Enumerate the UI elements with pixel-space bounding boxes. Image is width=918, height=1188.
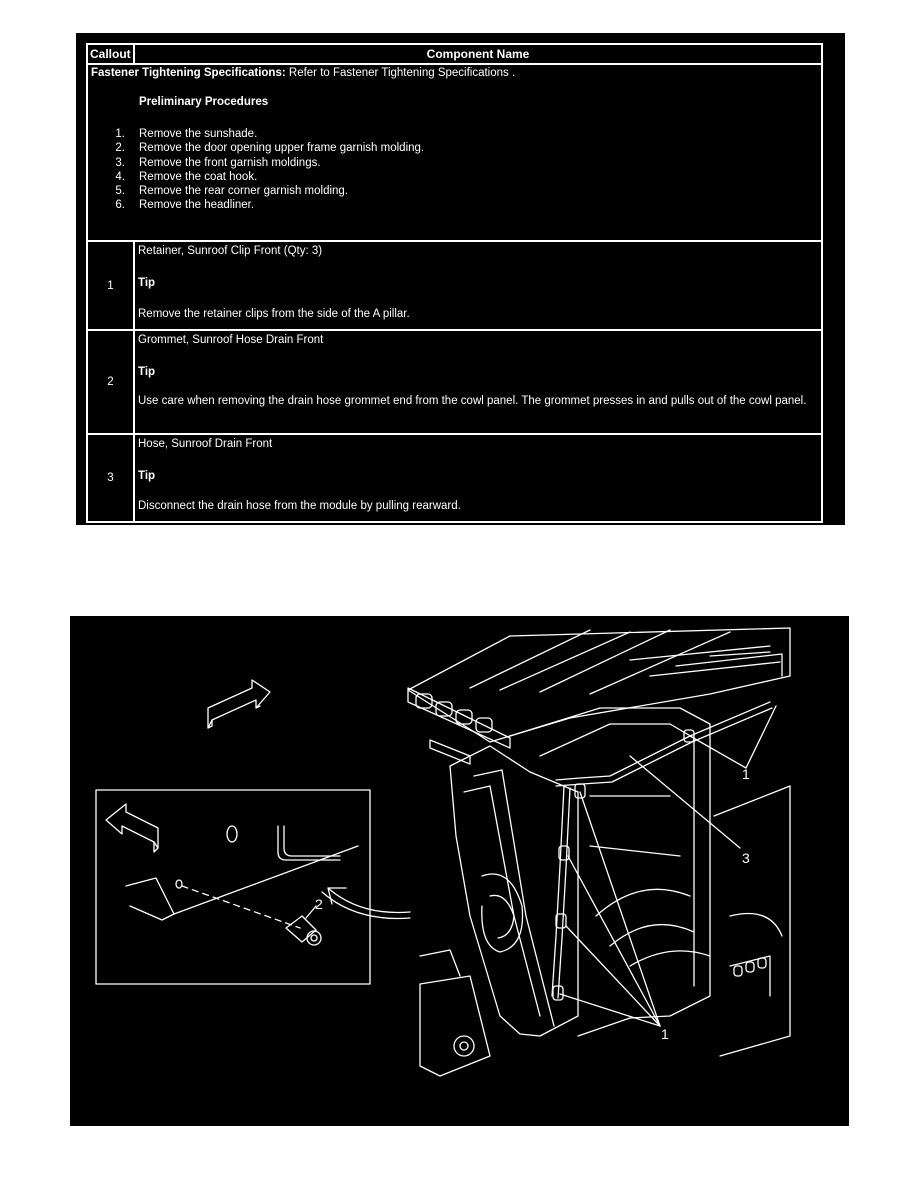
inset-direction-arrow-icon — [105, 803, 159, 853]
fastener-spec-text: Refer to Fastener Tightening Specificati… — [285, 67, 516, 79]
step-text: Remove the coat hook. — [139, 170, 258, 183]
component-cell: Retainer, Sunroof Clip Front (Qty: 3) Ti… — [133, 240, 823, 331]
table-row: 3 Hose, Sunroof Drain Front Tip Disconne… — [86, 433, 823, 523]
step-number: 3. — [115, 156, 125, 169]
step-text: Remove the door opening upper frame garn… — [139, 142, 425, 155]
hole-icon — [226, 825, 238, 843]
callout-label-3: 3 — [742, 850, 750, 866]
door-opening-frame — [509, 707, 791, 1057]
callout-label-2: 2 — [315, 896, 323, 912]
step-text: Remove the rear corner garnish molding. — [139, 185, 349, 198]
table-row: 2 Grommet, Sunroof Hose Drain Front Tip … — [86, 329, 823, 435]
step-text: Remove the front garnish moldings. — [139, 156, 321, 169]
tip-label: Tip — [138, 470, 156, 482]
inset-pointer-arrow-icon — [327, 887, 411, 914]
step-number: 5. — [115, 185, 125, 198]
list-item: 5. Remove the rear corner garnish molding… — [91, 184, 818, 198]
callout-cell: 1 — [86, 240, 135, 331]
callout-cell: 2 — [86, 329, 135, 435]
grommet-icon — [285, 915, 322, 946]
forward-direction-arrow-icon — [207, 679, 271, 729]
step-text: Remove the headliner. — [139, 199, 255, 212]
component-cell: Grommet, Sunroof Hose Drain Front Tip Us… — [133, 329, 823, 435]
sunroof-drain-hose — [551, 701, 773, 999]
step-number: 4. — [115, 170, 125, 183]
list-item: 4. Remove the coat hook. — [91, 170, 818, 184]
intro-cell: Fastener Tightening Specifications: Refe… — [86, 63, 823, 242]
table-row: 1 Retainer, Sunroof Clip Front (Qty: 3) … — [86, 240, 823, 331]
step-number: 1. — [115, 128, 125, 140]
intro-row: Fastener Tightening Specifications: Refe… — [86, 63, 823, 242]
step-number: 2. — [115, 142, 125, 155]
component-name-column-header: Component Name — [133, 43, 823, 65]
tip-note: Remove the retainer clips from the side … — [138, 308, 410, 320]
component-table: Callout Component Name Fastener Tighteni… — [86, 43, 823, 523]
list-item: 3. Remove the front garnish moldings. — [91, 156, 818, 170]
list-item: 6. Remove the headliner. — [91, 198, 818, 212]
preliminary-steps-list: 1. Remove the sunshade. 2. Remove the door… — [91, 127, 818, 213]
step-text: Remove the sunshade. — [139, 128, 258, 140]
tip-note: Disconnect the drain hose from the modul… — [138, 500, 461, 512]
callout-cell: 3 — [86, 433, 135, 523]
a-pillar-structure — [419, 745, 579, 1077]
component-name: Grommet, Sunroof Hose Drain Front — [138, 334, 324, 346]
component-name: Retainer, Sunroof Clip Front (Qty: 3) — [138, 245, 323, 257]
roof-panel — [407, 627, 791, 743]
step-number: 6. — [115, 199, 125, 212]
callout-column-header: Callout — [86, 43, 135, 65]
component-cell: Hose, Sunroof Drain Front Tip Disconnect… — [133, 433, 823, 523]
table-header-row: Callout Component Name — [86, 43, 823, 65]
callout-leader-lines — [559, 705, 777, 1027]
list-item: 1. Remove the sunshade. — [91, 127, 818, 141]
vehicle-body-illustration — [95, 627, 791, 1077]
fastener-spec-line: Fastener Tightening Specifications: Refe… — [91, 67, 818, 79]
fastener-spec-label: Fastener Tightening Specifications: — [91, 67, 286, 79]
component-table-panel: Callout Component Name Fastener Tighteni… — [76, 33, 845, 525]
tip-label: Tip — [138, 366, 156, 378]
tip-note: Use care when removing the drain hose gr… — [138, 395, 807, 407]
inset-detail — [95, 789, 371, 985]
callout-label-1-bottom: 1 — [661, 1026, 669, 1042]
component-name: Hose, Sunroof Drain Front — [138, 438, 273, 450]
preliminary-procedures-heading: Preliminary Procedures — [139, 96, 269, 108]
retainer-clips — [552, 729, 695, 1001]
list-item: 2. Remove the door opening upper frame ga… — [91, 141, 818, 155]
tip-label: Tip — [138, 277, 156, 289]
illustration-panel: 1 3 2 1 — [70, 616, 849, 1126]
callout-label-1-top: 1 — [742, 766, 750, 782]
front-header-rail — [407, 687, 511, 765]
